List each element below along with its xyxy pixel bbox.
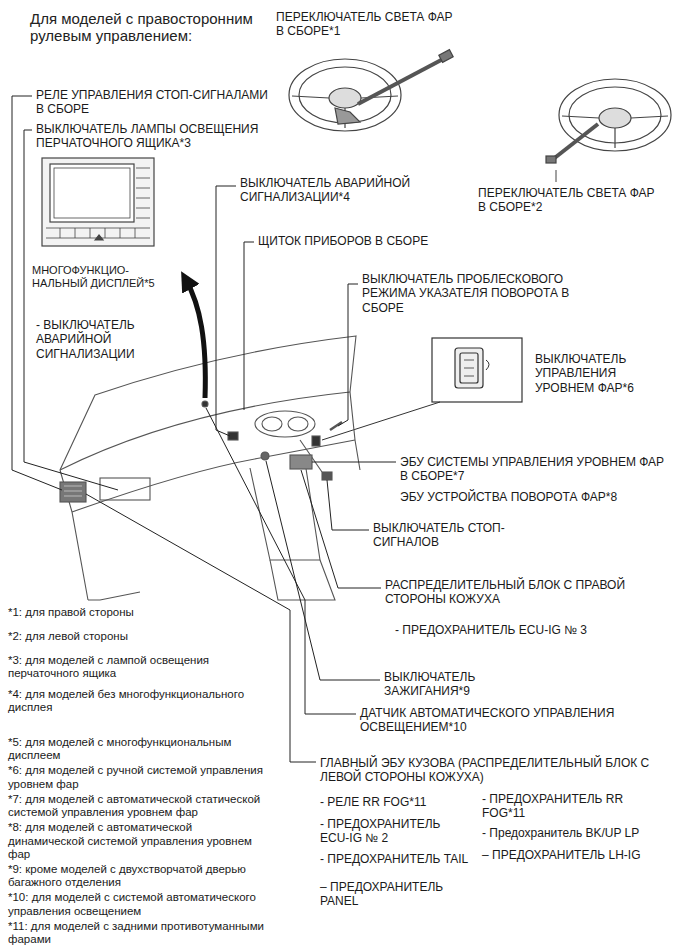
footnote: *4: для моделей без многофункционального… <box>8 688 266 714</box>
vehicle-interior-part <box>330 422 342 430</box>
footnote: *5: для моделей с многофункциональным ди… <box>8 736 266 762</box>
vehicle-interior-part <box>250 462 320 560</box>
part-label: - РЕЛЕ RR FOG*11 <box>320 795 470 809</box>
vehicle-interior-part <box>72 440 355 512</box>
part-label: РЕЛЕ УПРАВЛЕНИЯ СТОП-СИГНАЛАМИ В СБОРЕ <box>36 88 268 117</box>
vehicle-interior-part <box>312 436 320 446</box>
headlight-level-switch-inset-part <box>486 360 489 370</box>
part-label: - Предохранитель BK/UP LP <box>482 826 672 840</box>
leader-lines-part <box>312 462 396 463</box>
part-label: - ПРЕДОХРАНИТЕЛЬ RR FOG*11 <box>482 792 632 821</box>
part-label: ВЫКЛЮЧАТЕЛЬ АВАРИЙНОЙ СИГНАЛИЗАЦИИ*4 <box>240 176 440 205</box>
steering-wheel-right-part <box>335 108 360 124</box>
vehicle-interior-part <box>261 452 269 460</box>
steering-wheel-right <box>289 50 453 131</box>
leader-lines-part <box>301 470 381 588</box>
part-label: - ПРЕДОХРАНИТЕЛЬ ECU-IG № 3 <box>395 623 595 637</box>
vehicle-interior-part <box>60 392 350 470</box>
vehicle-interior-part <box>288 417 308 431</box>
leader-lines-part <box>12 96 62 490</box>
multifunction-display <box>42 158 154 246</box>
part-label: - ПРЕДОХРАНИТЕЛЬ TAIL <box>320 852 470 866</box>
part-label: ДАТЧИК АВТОМАТИЧЕСКОГО УПРАВЛЕНИЯ ОСВЕЩЕ… <box>360 706 670 735</box>
footnote: *7: для моделей с автоматической статиче… <box>8 793 266 819</box>
steering-wheel-right-part <box>289 59 401 131</box>
part-label: ГЛАВНЫЙ ЭБУ КУЗОВА (РАСПРЕДЕЛИТЕЛЬНЫЙ БЛ… <box>320 756 650 785</box>
vehicle-interior-part <box>100 478 150 500</box>
multifunction-display-part <box>50 164 134 222</box>
footnote: *10: для моделей с системой автоматическ… <box>8 891 266 917</box>
part-label: – ПРЕДОХРАНИТЕЛЬ LH-IG <box>482 848 642 862</box>
part-label: ВЫКЛЮЧАТЕЛЬ УПРАВЛЕНИЯ УРОВНЕМ ФАР*6 <box>535 352 660 395</box>
footnote: *9: кроме моделей с двухстворчатой дверь… <box>8 863 266 889</box>
vehicle-interior-part <box>290 455 312 469</box>
part-label: ПЕРЕКЛЮЧАТЕЛЬ СВЕТА ФАР В СБОРЕ*1 <box>276 10 461 39</box>
leader-lines-part <box>216 186 236 436</box>
leader-lines-part <box>244 242 254 410</box>
footnote: *3: для моделей с лампой освещения перча… <box>8 654 266 680</box>
multifunction-display-part <box>42 158 154 246</box>
vehicle-interior-part <box>270 560 335 600</box>
vehicle-interior-part <box>88 592 140 600</box>
vehicle-interior-part <box>322 472 332 480</box>
headlight-level-switch-inset-part <box>432 338 522 402</box>
vehicle-interior-part <box>64 486 82 496</box>
steering-wheel-right-part <box>358 58 445 104</box>
part-label: – ПРЕДОХРАНИТЕЛЬ PANEL <box>320 880 470 909</box>
part-label: РАСПРЕДЕЛИТЕЛЬНЫЙ БЛОК С ПРАВОЙ СТОРОНЫ … <box>385 578 635 607</box>
headlight-level-switch-inset-part <box>455 348 483 388</box>
leader-lines-part <box>24 130 118 490</box>
leader-lines-part <box>86 494 316 762</box>
multifunction-display-part <box>95 235 103 240</box>
vehicle-interior-part <box>255 411 315 437</box>
part-label: ВЫКЛЮЧАТЕЛЬ ЛАМПЫ ОСВЕЩЕНИЯ ПЕРЧАТОЧНОГО… <box>36 122 268 151</box>
vehicle-interior-part <box>60 482 86 502</box>
headlight-level-switch-inset-part <box>460 353 478 383</box>
footnote: *8: для моделей с автоматической динамич… <box>8 821 266 861</box>
headlight-level-switch-inset <box>322 338 522 440</box>
steering-wheel-left-part <box>599 108 631 128</box>
part-label: - ПРЕДОХРАНИТЕЛЬ ECU-IG № 2 <box>320 817 470 846</box>
part-label: ЭБУ СИСТЕМЫ УПРАВЛЕНИЯ УРОВНЕМ ФАР В СБО… <box>400 455 670 484</box>
footnote: *11: для моделей с задними противотуманн… <box>8 920 266 946</box>
steering-wheel-left-part <box>546 156 556 163</box>
leader-lines-part <box>338 284 358 426</box>
multifunction-display-part <box>136 168 150 218</box>
leader-lines-part <box>206 408 356 714</box>
vehicle-interior-part <box>262 417 282 431</box>
part-label: МНОГОФУНКЦИО- НАЛЬНЫЙ ДИСПЛЕЙ*5 <box>32 264 172 290</box>
part-label: ЩИТОК ПРИБОРОВ В СБОРЕ <box>258 234 458 248</box>
footnote: *1: для правой стороны <box>8 606 266 619</box>
heading: Для моделей с правосторонним рулевым упр… <box>30 10 270 45</box>
steering-wheel-left <box>546 79 671 182</box>
steering-wheel-left-part <box>556 170 557 182</box>
vehicle-interior-part <box>350 392 360 470</box>
headlight-level-switch-inset-part <box>322 402 440 440</box>
leader-lines-part <box>266 461 380 680</box>
footnote: *6: для моделей с ручной системой управл… <box>8 764 266 790</box>
multifunction-display-part <box>54 168 130 218</box>
steering-wheel-right-part <box>329 88 361 108</box>
part-label: - ВЫКЛЮЧАТЕЛЬ АВАРИЙНОЙ СИГНАЛИЗАЦИИ <box>36 318 166 361</box>
leader-lines-part <box>327 480 369 530</box>
display-location-arrow <box>186 280 205 398</box>
headlight-level-switch-inset-part <box>464 360 474 376</box>
part-label: ВЫКЛЮЧАТЕЛЬ СТОП-СИГНАЛОВ <box>373 521 513 550</box>
vehicle-interior-part <box>202 401 208 407</box>
vehicle-interior <box>60 336 360 600</box>
steering-wheel-right-part <box>439 50 453 63</box>
steering-wheel-left-part <box>552 124 598 160</box>
steering-wheel-right-part <box>292 96 398 128</box>
vehicle-interior-part <box>60 470 88 600</box>
part-label: ВЫКЛЮЧАТЕЛЬ ПРОБЛЕСКОВОГО РЕЖИМА УКАЗАТЕ… <box>362 272 602 315</box>
part-label: ЭБУ УСТРОЙСТВА ПОВОРОТА ФАР*8 <box>400 490 670 504</box>
part-label: ВЫКЛЮЧАТЕЛЬ ЗАЖИГАНИЯ*9 <box>384 670 554 699</box>
footnote: *2: для левой стороны <box>8 630 266 643</box>
steering-wheel-left-part <box>562 116 668 148</box>
part-label: ПЕРЕКЛЮЧАТЕЛЬ СВЕТА ФАР В СБОРЕ*2 <box>478 186 663 215</box>
